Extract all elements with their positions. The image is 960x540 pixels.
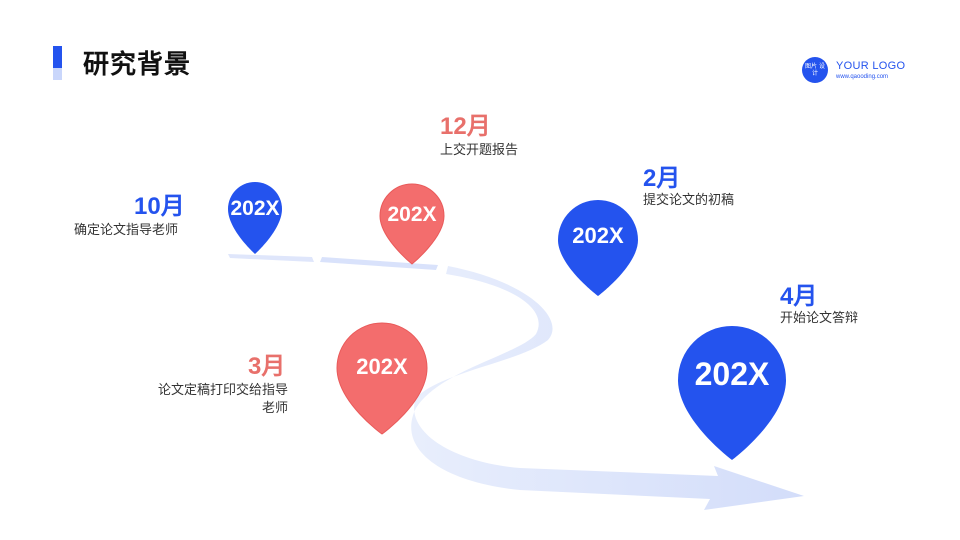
map-pin-icon xyxy=(678,326,786,460)
map-pin-icon xyxy=(336,322,428,435)
logo-main-text: YOUR LOGO xyxy=(836,59,906,72)
timeline-pin-5: 202X xyxy=(676,324,788,462)
map-pin-icon xyxy=(558,200,638,296)
road-segment-2 xyxy=(320,257,438,270)
month-label-2: 12月 xyxy=(440,113,491,140)
timeline-pin-3: 202X xyxy=(556,200,640,298)
logo-sub-text: www.qaooding.com xyxy=(836,73,889,80)
title-accent-bar xyxy=(53,46,62,80)
timeline-desc-3: 提交论文的初稿 xyxy=(643,193,735,208)
timeline-pin-4: 202X xyxy=(335,322,429,436)
month-label-3: 2月 xyxy=(643,165,681,192)
month-label-5: 4月 xyxy=(780,283,818,310)
road-curve xyxy=(411,266,804,510)
logo: 图片 设计 YOUR LOGO www.qaooding.com xyxy=(802,56,905,84)
road-segment-1 xyxy=(228,254,314,262)
timeline-desc-4: 论文定稿打印交给指导 老师 xyxy=(157,383,288,416)
timeline-pin-2: 202X xyxy=(378,182,446,266)
timeline-desc-1: 确定论文指导老师 xyxy=(74,223,179,238)
page-title: 研究背景 xyxy=(83,50,192,80)
map-pin-icon xyxy=(228,182,282,254)
timeline-pin-1: 202X xyxy=(226,180,284,256)
logo-badge: 图片 设计 xyxy=(802,57,828,83)
month-label-1: 10月 xyxy=(134,193,185,220)
map-pin-icon xyxy=(379,183,445,265)
timeline-desc-2: 上交开题报告 xyxy=(440,143,519,158)
timeline-desc-5: 开始论文答辩 xyxy=(780,311,859,326)
month-label-4: 3月 xyxy=(248,353,286,380)
